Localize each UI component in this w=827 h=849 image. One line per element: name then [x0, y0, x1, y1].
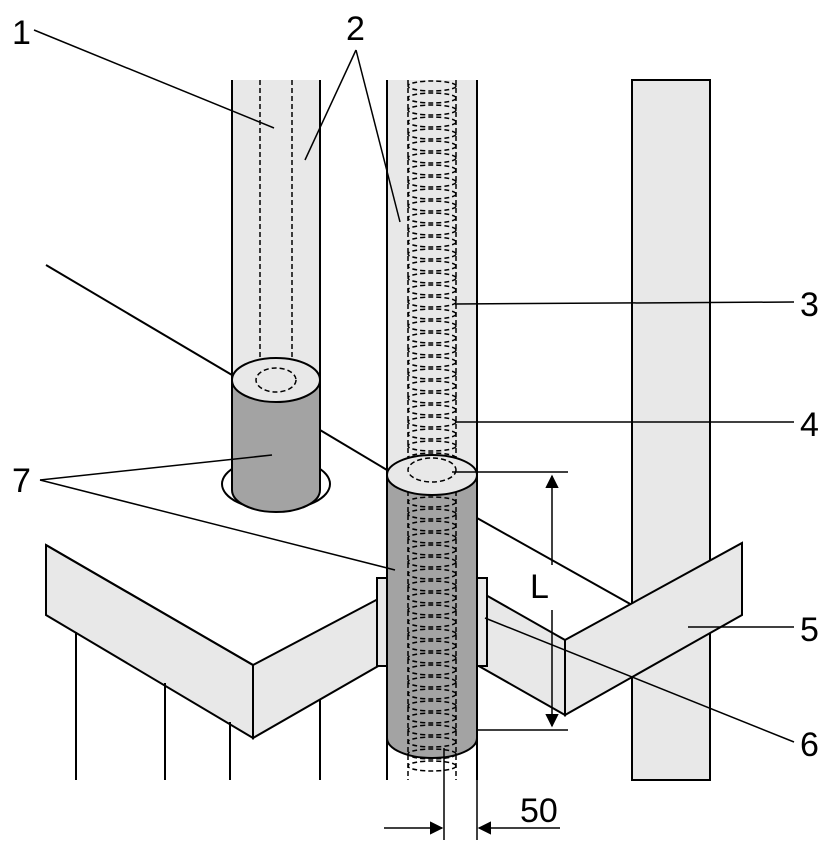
leader-line-6 [484, 617, 795, 743]
corrugation-ring [407, 152, 457, 164]
left-sleeve [231, 379, 321, 513]
corrugation-ring [407, 556, 457, 568]
corrugation-ring [407, 724, 457, 736]
corrugation-ring [407, 508, 457, 520]
corrugation-ring [407, 580, 457, 592]
leader-line-3 [454, 301, 795, 305]
corrugation-ring [407, 440, 457, 452]
right-sleeve-top [386, 454, 478, 496]
corrugation-ring [407, 200, 457, 212]
dim-50-label: 50 [520, 792, 558, 830]
corrugation-ring [407, 128, 457, 140]
sealing-block-right [476, 577, 488, 667]
sealing-block-left [376, 577, 388, 667]
wall-edge-line [476, 517, 633, 606]
corrugation-ring [407, 272, 457, 284]
callout-1: 1 [12, 14, 31, 52]
dim-L-label: L [530, 568, 549, 606]
callout-3: 3 [800, 286, 819, 324]
callout-7: 7 [12, 462, 31, 500]
callout-6: 6 [800, 726, 819, 764]
slab-edge [45, 544, 254, 666]
corrugation-ring [407, 652, 457, 664]
left-pipe [232, 80, 320, 380]
corrugation-ring [407, 104, 457, 116]
left-pipe-hidden-end [255, 367, 297, 393]
corrugation-ring [407, 224, 457, 236]
corrugation-ring [407, 604, 457, 616]
left-sleeve-top [231, 357, 321, 403]
corrugation-ring [407, 344, 457, 356]
leader-line-1 [33, 29, 275, 129]
leader-line-7 [39, 479, 396, 571]
callout-4: 4 [800, 406, 819, 444]
corrugation-ring [407, 320, 457, 332]
corrugation-ring [407, 368, 457, 380]
corrugation-ring [407, 532, 457, 544]
corrugation-ring [407, 628, 457, 640]
leader-line-7 [39, 454, 273, 481]
corrugation-ring [407, 676, 457, 688]
corrugation-ring [407, 176, 457, 188]
corrugation-ring [407, 700, 457, 712]
right-pipe-hidden-end [407, 457, 457, 483]
corrugation-ring [407, 80, 457, 92]
vertical-post [631, 79, 711, 781]
wall-edge-line [45, 264, 233, 376]
wall-edge-line [319, 429, 388, 471]
right-pipe [387, 80, 477, 475]
callout-5: 5 [800, 611, 819, 649]
corrugation-ring [407, 392, 457, 404]
corrugation-ring [407, 748, 457, 760]
corrugation-ring [407, 248, 457, 260]
corrugation-ring [407, 296, 457, 308]
slab-top [46, 545, 477, 665]
callout-2: 2 [346, 10, 365, 48]
corrugation-ring [407, 760, 457, 772]
leader-line-2 [355, 49, 401, 223]
leader-line-2 [304, 49, 357, 161]
